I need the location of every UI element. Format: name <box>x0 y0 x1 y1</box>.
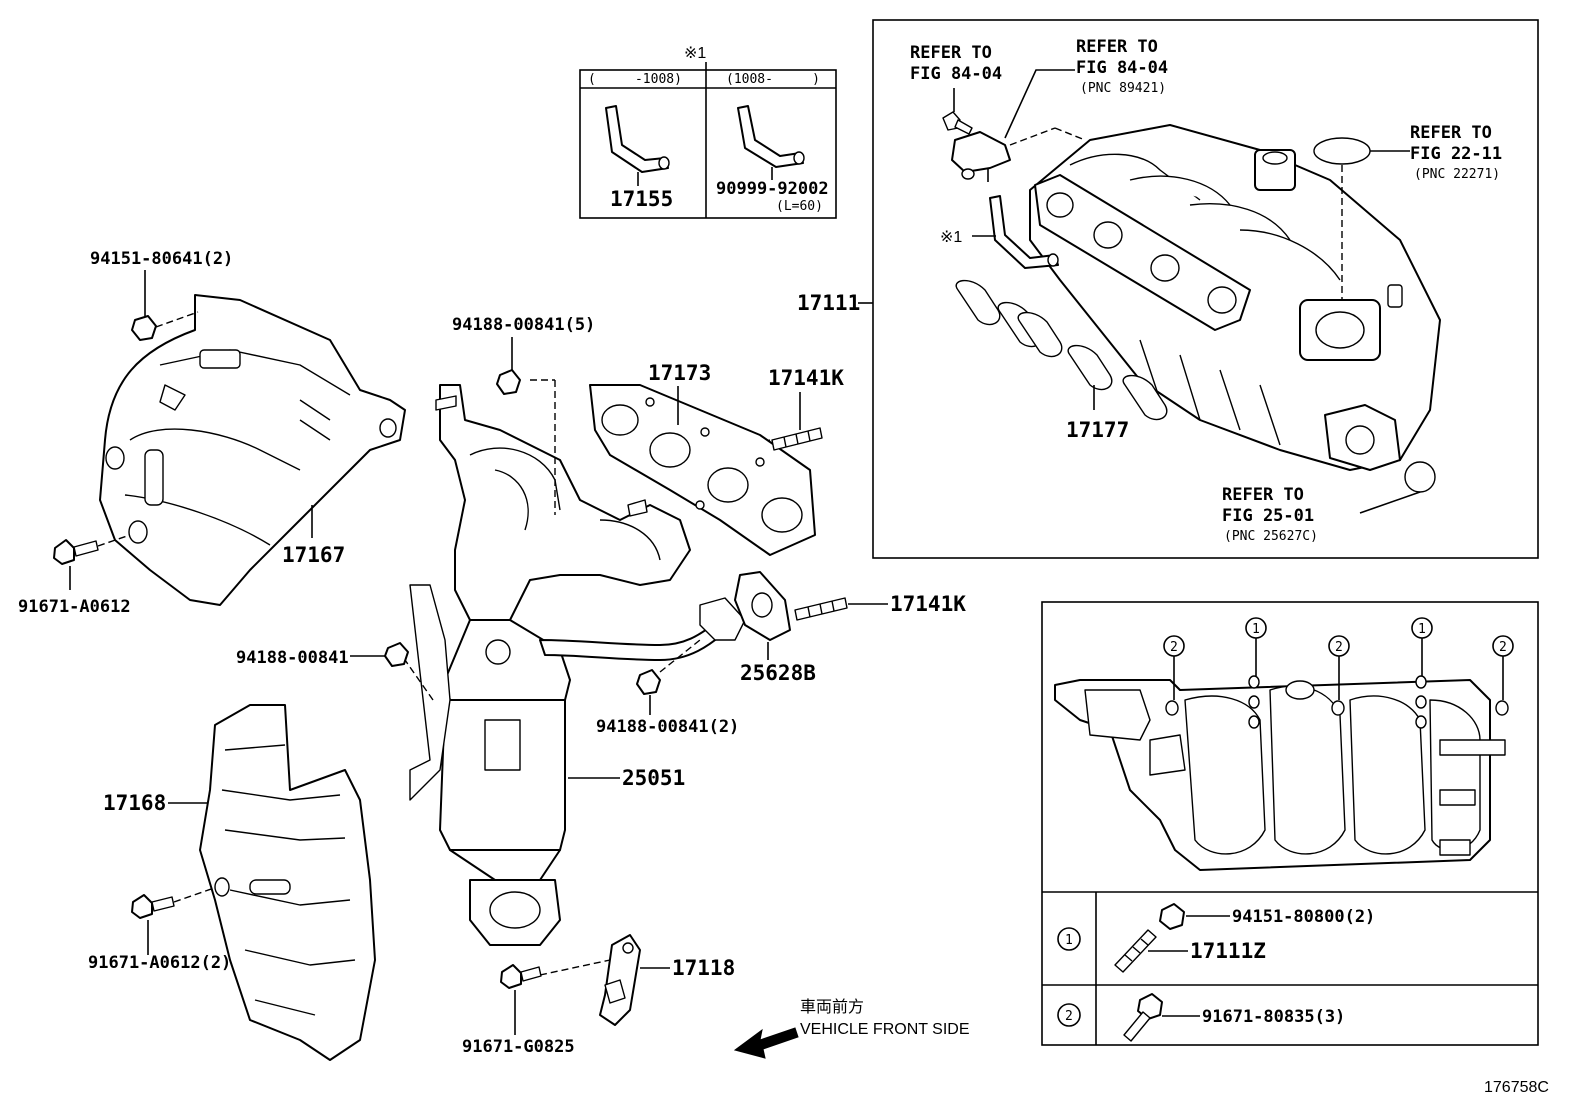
row2-callout-circle <box>1057 1003 1081 1027</box>
intake-manifold-frame <box>872 19 1539 559</box>
label-94151-80641: 94151-80641(2) <box>90 249 233 269</box>
sensor-89421[interactable] <box>951 131 1011 182</box>
hose-mark-label: ※1 <box>940 229 962 246</box>
o-ring-25627c[interactable] <box>1404 461 1436 493</box>
row2-bolt-label: 91671-80835(3) <box>1202 1007 1345 1027</box>
heat-insulator-17168[interactable] <box>199 704 376 1061</box>
ref3-pnc: (PNC 22271) <box>1414 167 1500 182</box>
ref4-pnc: (PNC 25627C) <box>1224 529 1318 544</box>
stud-17111z[interactable] <box>1114 929 1157 973</box>
direction-english: VEHICLE FRONT SIDE <box>800 1021 970 1038</box>
row1-nut-label: 94151-80800(2) <box>1232 907 1375 927</box>
stud-17141k-lower[interactable] <box>794 597 848 621</box>
nut-94151-80800[interactable] <box>1159 903 1185 930</box>
hose-ref-mark-1[interactable] <box>989 195 1059 269</box>
callout-2-c: 2 <box>1499 640 1507 655</box>
label-17173: 17173 <box>648 361 711 385</box>
hose-variant-table: ※1 ( -1008) (1008- ) 17155 90999-92002 (… <box>579 45 837 219</box>
bolt-ref-84-04[interactable] <box>942 111 973 135</box>
label-17168: 17168 <box>103 791 166 815</box>
gasket-17173[interactable] <box>589 384 816 556</box>
bolt-91671-a0612[interactable] <box>53 534 131 565</box>
label-17118: 17118 <box>672 956 735 980</box>
stay-17118[interactable] <box>599 934 641 1026</box>
hose-col1-header: ( -1008) <box>588 72 682 87</box>
hose-17155[interactable] <box>605 105 670 173</box>
ref3-line2: FIG 22-11 <box>1410 144 1502 164</box>
label-17141k-upper: 17141K <box>768 366 844 390</box>
callout-2-a: 2 <box>1170 640 1178 655</box>
nut-94151-80641[interactable] <box>131 311 199 341</box>
label-17167: 17167 <box>282 543 345 567</box>
hose-col2-header: (1008- ) <box>726 72 820 87</box>
ref2-pnc: (PNC 89421) <box>1080 81 1166 96</box>
label-91671-a0612: 91671-A0612 <box>18 597 131 617</box>
o-ring-22271[interactable] <box>1313 137 1371 165</box>
label-94188-00841: 94188-00841 <box>236 648 349 668</box>
row2-callout: 2 <box>1065 1009 1073 1024</box>
vehicle-front-arrow <box>733 1027 799 1059</box>
callout-1-b: 1 <box>1418 622 1426 637</box>
row1-callout: 1 <box>1065 933 1073 948</box>
ref2-line1: REFER TO <box>1076 37 1158 57</box>
label-25628b: 25628B <box>740 661 816 685</box>
bolt-91671-a0612-x2[interactable] <box>131 887 215 919</box>
stud-17141k-upper[interactable] <box>771 427 823 451</box>
label-17141k-lower: 17141K <box>890 592 966 616</box>
ref4-line2: FIG 25-01 <box>1222 506 1314 526</box>
callout-2-b: 2 <box>1335 640 1343 655</box>
hose-table-frame <box>579 69 837 219</box>
bolt-layout-frame <box>1041 601 1539 1046</box>
heat-insulator-17167[interactable] <box>99 294 406 606</box>
hose-90999-92002[interactable] <box>737 105 805 168</box>
callout-positions: 2 1 2 1 2 <box>1163 617 1514 700</box>
nut-94188-00841-x2[interactable] <box>636 639 701 695</box>
label-91671-g0825: 91671-G0825 <box>462 1037 575 1057</box>
label-94188-00841-2: 94188-00841(2) <box>596 717 739 737</box>
ref3-line1: REFER TO <box>1410 123 1492 143</box>
exhaust-manifold-converter-25051[interactable] <box>409 384 746 946</box>
bolt-91671-80835[interactable] <box>1123 993 1163 1042</box>
ref1-line1: REFER TO <box>910 43 992 63</box>
ref2-line2: FIG 84-04 <box>1076 58 1168 78</box>
hose-ref-mark: ※1 <box>684 45 706 62</box>
label-91671-a0612-2: 91671-A0612(2) <box>88 953 231 973</box>
diagram-id: 176758C <box>1484 1079 1549 1096</box>
hose-col2-note: (L=60) <box>776 199 823 214</box>
label-17111: 17111 <box>797 291 860 315</box>
bolt-91671-g0825[interactable] <box>500 964 542 989</box>
row1-callout-circle <box>1057 927 1081 951</box>
label-17177: 17177 <box>1066 418 1129 442</box>
row1-stud-label: 17111Z <box>1190 939 1266 963</box>
label-94188-00841-5: 94188-00841(5) <box>452 315 595 335</box>
intake-manifold-17111[interactable] <box>1029 124 1441 471</box>
label-25051: 25051 <box>622 766 685 790</box>
gasket-25628b[interactable] <box>734 571 791 641</box>
callout-1-a: 1 <box>1252 622 1260 637</box>
gasket-17177[interactable] <box>955 279 1168 421</box>
intake-manifold-top-view <box>1054 675 1509 871</box>
direction-japanese: 車両前方 <box>800 998 864 1016</box>
nut-94188-00841-x5[interactable] <box>496 369 521 395</box>
nut-94188-00841[interactable] <box>384 642 409 667</box>
hose-col1-part: 17155 <box>610 187 673 211</box>
ref4-line1: REFER TO <box>1222 485 1304 505</box>
ref1-line2: FIG 84-04 <box>910 64 1002 84</box>
hose-col2-part: 90999-92002 <box>716 179 829 199</box>
